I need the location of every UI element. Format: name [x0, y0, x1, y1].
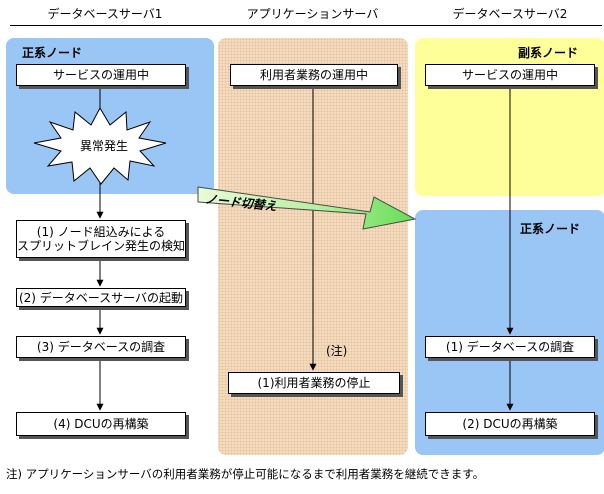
db1-service-box: サービスの運用中 — [16, 64, 186, 86]
header-divider — [10, 25, 602, 26]
column-title-app: アプリケーションサーバ — [246, 7, 379, 21]
db2-secondary-role-label: 副系ノード — [518, 46, 579, 60]
db1-step3-box: (3) データベースの調査 — [16, 336, 186, 358]
db1-step1-line1: (1) ノード組込みによる — [36, 225, 166, 239]
db2-service-box: サービスの運用中 — [425, 64, 595, 86]
db2-primary-role-label: 正系ノード — [520, 222, 581, 236]
db1-step4-box: (4) DCUの再構築 — [16, 412, 186, 436]
column-title-db2: データベースサーバ2 — [452, 7, 568, 21]
node-switch-arrow — [197, 186, 417, 230]
db1-step1-line2: スプリットブレイン発生の検知 — [17, 239, 186, 253]
db2-step1-box: (1) データベースの調査 — [425, 336, 595, 358]
db1-role-label: 正系ノード — [22, 46, 83, 60]
db2-step2-box: (2) DCUの再構築 — [425, 412, 595, 436]
anomaly-label: 異常発生 — [80, 139, 129, 153]
anomaly-starburst — [33, 106, 167, 185]
column-title-db1: データベースサーバ1 — [47, 7, 163, 21]
db1-step1-box: (1) ノード組込みによる スプリットブレイン発生の検知 — [16, 220, 186, 258]
app-running-box: 利用者業務の運用中 — [230, 64, 398, 86]
app-stop-box: (1)利用者業務の停止 — [228, 372, 400, 394]
footnote: 注) アプリケーションサーバの利用者業務が停止可能になるまで利用者業務を継続でき… — [6, 467, 485, 481]
db1-step2-box: (2) データベースサーバの起動 — [16, 288, 186, 307]
app-note-marker: (注) — [326, 344, 348, 358]
